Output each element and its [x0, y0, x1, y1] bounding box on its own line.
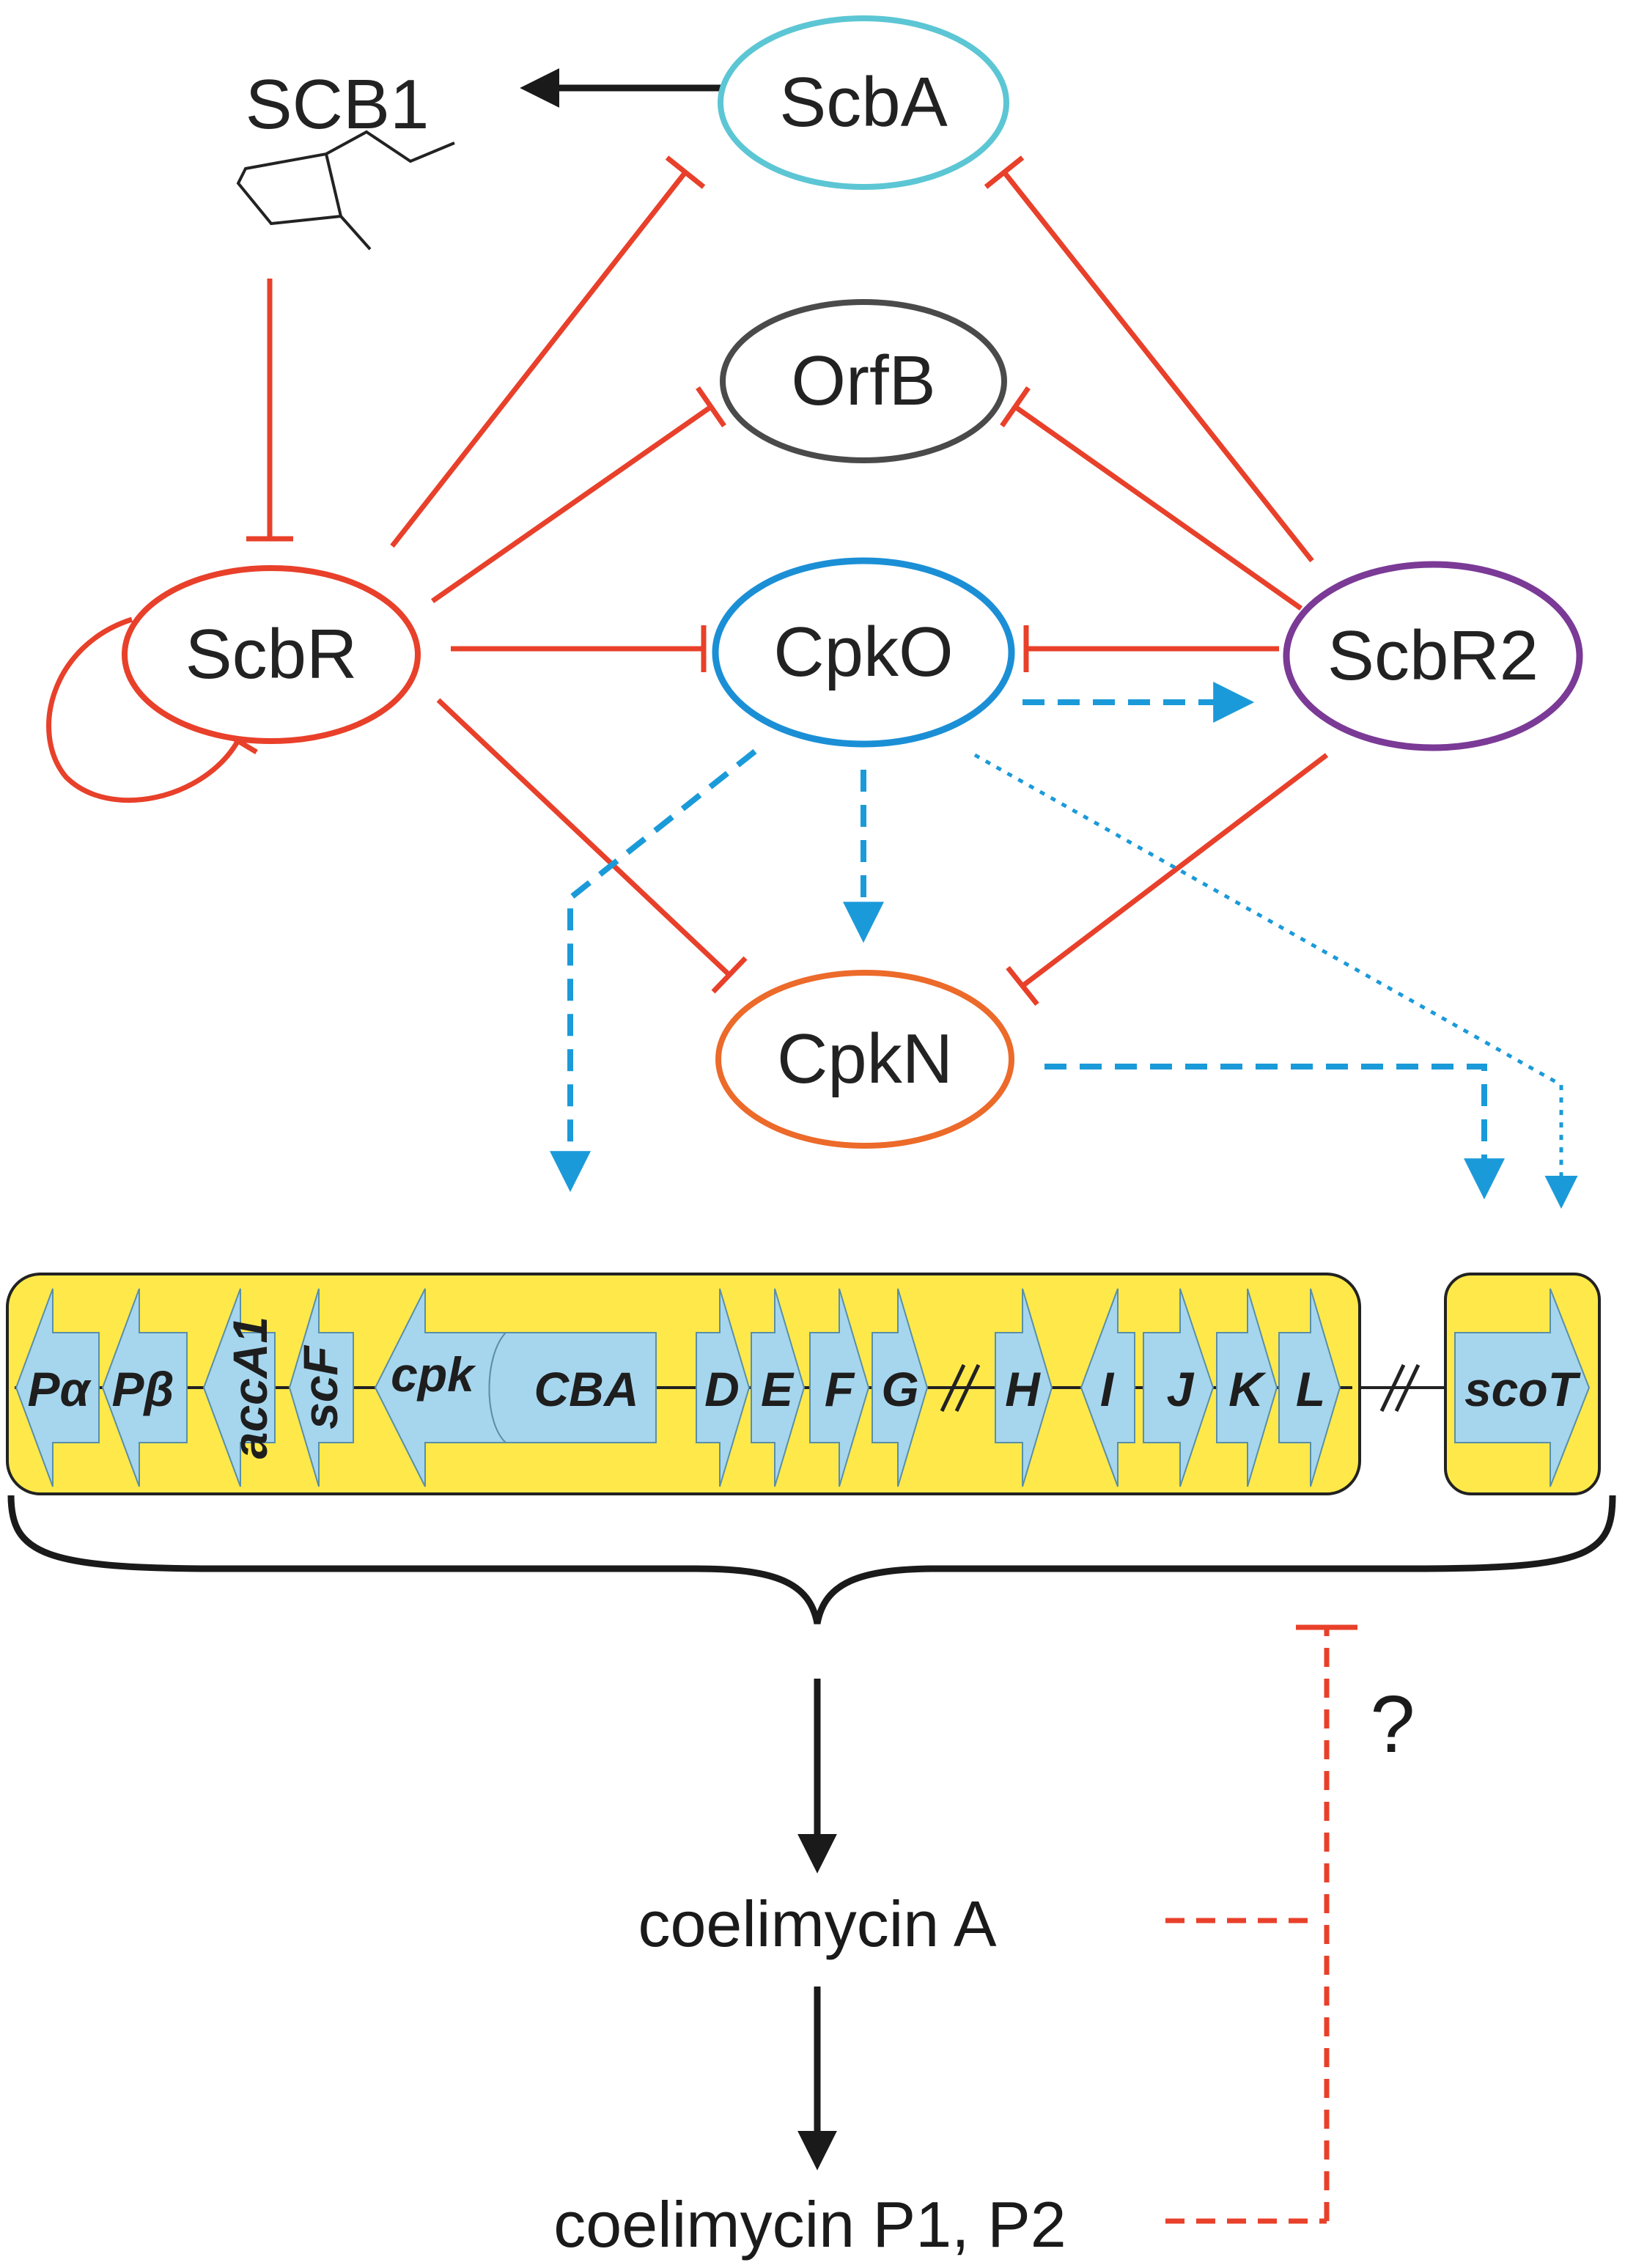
gene-label-cpk: cpk [391, 1347, 476, 1402]
scb1-label: SCB1 [246, 65, 430, 144]
gene-label-scf: scF [293, 1344, 347, 1429]
cpkn-label: CpkN [777, 1020, 953, 1098]
gene-label-l: L [1296, 1362, 1325, 1416]
gene-arrow-j [1143, 1288, 1215, 1487]
question-mark: ? [1370, 1679, 1415, 1770]
orfb-ellipse [720, 299, 1007, 463]
scba-label: ScbA [779, 63, 947, 141]
gene-label-k: K [1228, 1362, 1267, 1416]
product-feedback-inhibition [1165, 1624, 1357, 2224]
gene-arrow-palpha [15, 1288, 100, 1487]
inhibition-edges [46, 155, 1329, 1006]
scb1-structure-icon [236, 130, 455, 251]
edge-scbr2-inhibits-cpko [1023, 625, 1279, 672]
edge-scbr2-inhibits-cpkn [1006, 753, 1329, 1006]
cpk-gene-arrows [15, 1288, 1341, 1487]
gene-label-e: E [761, 1362, 795, 1416]
edge-cpkn-activates-scot [1044, 1064, 1505, 1200]
edge-scbr2-inhibits-scba [984, 155, 1314, 563]
scbr-ellipse [122, 565, 421, 744]
edge-scbr-inhibits-cpko [451, 625, 707, 672]
gene-label-pbeta: Pβ [112, 1362, 174, 1416]
node-scbr: ScbR [122, 565, 421, 744]
gene-arrow-e [751, 1288, 806, 1487]
scb1-molecule: SCB1 [236, 65, 455, 251]
gene-arrow-i [1080, 1288, 1135, 1487]
node-scba: ScbA [718, 15, 1009, 190]
edge-cpko-weak-activates-scot [973, 753, 1578, 1209]
gene-arrow-g [872, 1288, 929, 1487]
gene-arrow-cba [488, 1332, 657, 1443]
gene-arrow-k [1216, 1288, 1278, 1487]
gene-arrow-d [696, 1288, 751, 1487]
edge-scbr-inhibits-cpkn [436, 698, 748, 994]
node-cpko: CpkO [712, 557, 1015, 748]
black-arrows [520, 68, 837, 2171]
node-cpkn: CpkN [715, 970, 1014, 1149]
gene-label-i: I [1100, 1362, 1115, 1416]
gene-arrow-acca1 [202, 1288, 276, 1487]
scbr2-label: ScbR2 [1327, 616, 1539, 695]
scba-ellipse [718, 15, 1009, 190]
gene-label-palpha: Pα [28, 1362, 92, 1416]
gene-arrow-h [995, 1288, 1053, 1487]
activation-edges [550, 682, 1578, 1209]
gene-label-f: F [825, 1362, 855, 1416]
edge-scbr2-inhibits-orfb [1000, 386, 1303, 611]
gene-arrow-scf [288, 1288, 354, 1487]
edge-scb1-inhibits-scbr [246, 279, 293, 542]
cluster-brace [7, 1495, 1616, 1624]
scbr2-ellipse [1283, 561, 1583, 751]
product-coelimycin-p1-p2: coelimycin P1, P2 [553, 2188, 1066, 2261]
gene-arrow-pbeta [101, 1288, 188, 1487]
gene-label-cba: CBA [534, 1362, 639, 1416]
node-orfb: OrfB [720, 299, 1007, 463]
gene-label-scot: scoT [1464, 1362, 1581, 1416]
gene-arrow-f [809, 1288, 870, 1487]
cluster-break-1 [940, 1363, 981, 1413]
product-coelimycin-a: coelimycin A [638, 1888, 996, 1960]
gene-label-g: G [881, 1362, 918, 1416]
gene-label-h: H [1005, 1362, 1041, 1416]
gene-label-j: J [1167, 1362, 1195, 1416]
scot-gene-box: scoT [1444, 1273, 1601, 1495]
scot-gene-arrow [1454, 1288, 1591, 1487]
orfb-label: OrfB [791, 342, 935, 420]
scbr-label: ScbR [185, 615, 358, 693]
cluster-to-scot-link [1360, 1363, 1445, 1413]
edge-scbr-inhibits-scba [390, 155, 706, 548]
edge-cpko-activates-cpk-cluster [550, 748, 757, 1193]
cpk-gene-cluster: Pα Pβ accA1 scF cpk CBA D E F G H I J K … [6, 1273, 1361, 1495]
edge-scbr-inhibits-orfb [430, 386, 726, 603]
cpkn-ellipse [715, 970, 1014, 1149]
cpko-ellipse [712, 557, 1015, 748]
gene-arrow-l [1278, 1288, 1341, 1487]
gene-label-d: D [704, 1362, 740, 1416]
cpko-label: CpkO [773, 613, 953, 691]
node-scbr2: ScbR2 [1283, 561, 1583, 751]
gene-label-acca1: accA1 [223, 1317, 277, 1459]
